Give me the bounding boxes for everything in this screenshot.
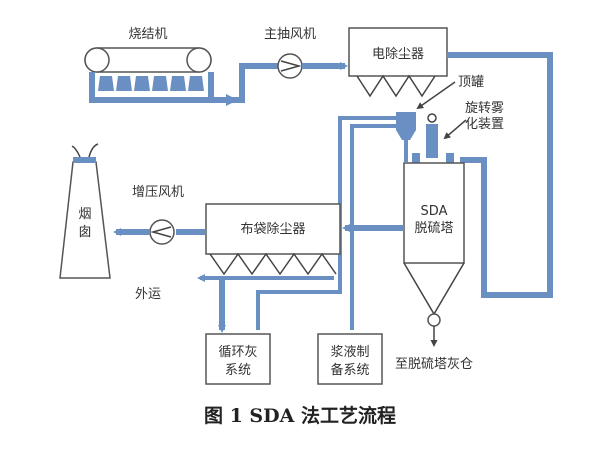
sda-tower-body [403,162,465,264]
sinter-pulley-right [186,47,212,73]
atomizer-label-2: 化装置 [465,117,504,132]
recycle-ash-box [205,333,271,385]
bag-filter [205,203,341,276]
top-tank [396,112,416,162]
slurry-prep-label-1: 浆液制 [330,345,369,360]
sda-tower-cone [403,262,465,316]
chimney-label-1: 烟 [78,207,91,222]
sda-tower [403,162,465,347]
recycle-ash-label-1: 循环灰 [218,345,257,360]
bag-filter-label: 布袋除尘器 [240,222,305,237]
recycle-ash-line [256,116,396,330]
esp-label: 电除尘器 [372,47,424,62]
booster-fan [149,219,175,245]
main-fan [277,53,303,79]
sinter-pulley-left [84,47,110,73]
sda-discharge-valve [427,313,441,327]
recycle-ash-system [205,333,271,385]
slurry-prep-system [317,333,383,385]
top-tank-body [396,112,416,140]
esp-hoppers [356,74,436,98]
bag-filter-hoppers [209,252,337,276]
sinter-machine [84,47,237,103]
to-ash-silo-label: 至脱硫塔灰仓 [395,357,473,372]
top-tank-pointer [416,81,456,110]
windbox-hoppers [98,76,204,91]
chimney [59,143,111,279]
recycle-ash-label-2: 系统 [225,363,251,378]
chimney-label-2: 囱 [78,225,91,240]
flow-arrow [226,94,238,106]
electrostatic-precipitator [348,27,448,98]
atomizer-pointer [443,119,467,140]
export-label: 外运 [135,287,161,302]
sinter-flue-duct [89,72,237,103]
sinter-machine-label: 烧结机 [128,27,167,42]
duct-sinter-to-fan [211,63,278,103]
slurry-prep-label-2: 备系统 [330,362,369,378]
atomizer-body [426,124,438,158]
main-fan-label: 主抽风机 [264,27,316,42]
figure-caption: 图 1 SDA 法工艺流程 [204,404,396,427]
bag-filter-body [205,203,341,255]
sda-tower-label-1: SDA [421,204,448,219]
booster-fan-label: 增压风机 [132,185,184,200]
slurry-prep-box [317,333,383,385]
slurry-line [350,124,396,330]
chimney-top [73,157,96,163]
top-tank-label: 顶罐 [458,75,484,90]
duct-esp-to-sda [447,52,553,298]
esp-body [348,27,448,77]
atomizer-label-1: 旋转雾 [465,101,504,116]
sda-tower-label-2: 脱硫塔 [414,221,453,236]
smoke-icon [71,143,99,158]
